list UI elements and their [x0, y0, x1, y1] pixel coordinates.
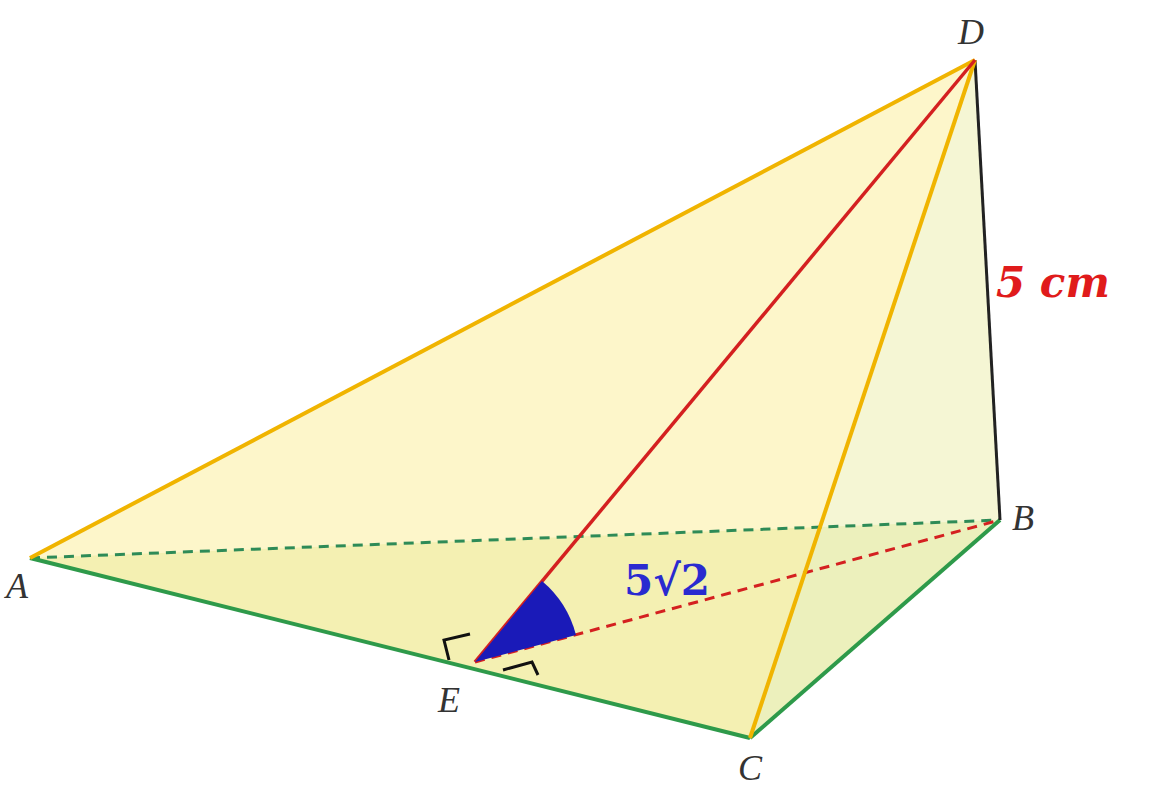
front-face — [30, 60, 975, 738]
segment-ed — [475, 60, 975, 662]
edge-ac — [30, 558, 750, 738]
edge-ab — [30, 520, 1000, 558]
angle-marker — [475, 581, 576, 662]
dimension-label: 5 cm — [996, 262, 1110, 304]
point-label: D — [958, 14, 984, 50]
point-label: C — [738, 750, 762, 786]
point-label: B — [1012, 500, 1034, 536]
point-label: A — [6, 568, 28, 604]
point-label: E — [438, 682, 460, 718]
dimension-label: 5√2 — [624, 560, 710, 602]
edge-dc — [750, 60, 975, 738]
right-angle-mark — [503, 662, 538, 675]
right-angle-mark — [444, 634, 470, 660]
